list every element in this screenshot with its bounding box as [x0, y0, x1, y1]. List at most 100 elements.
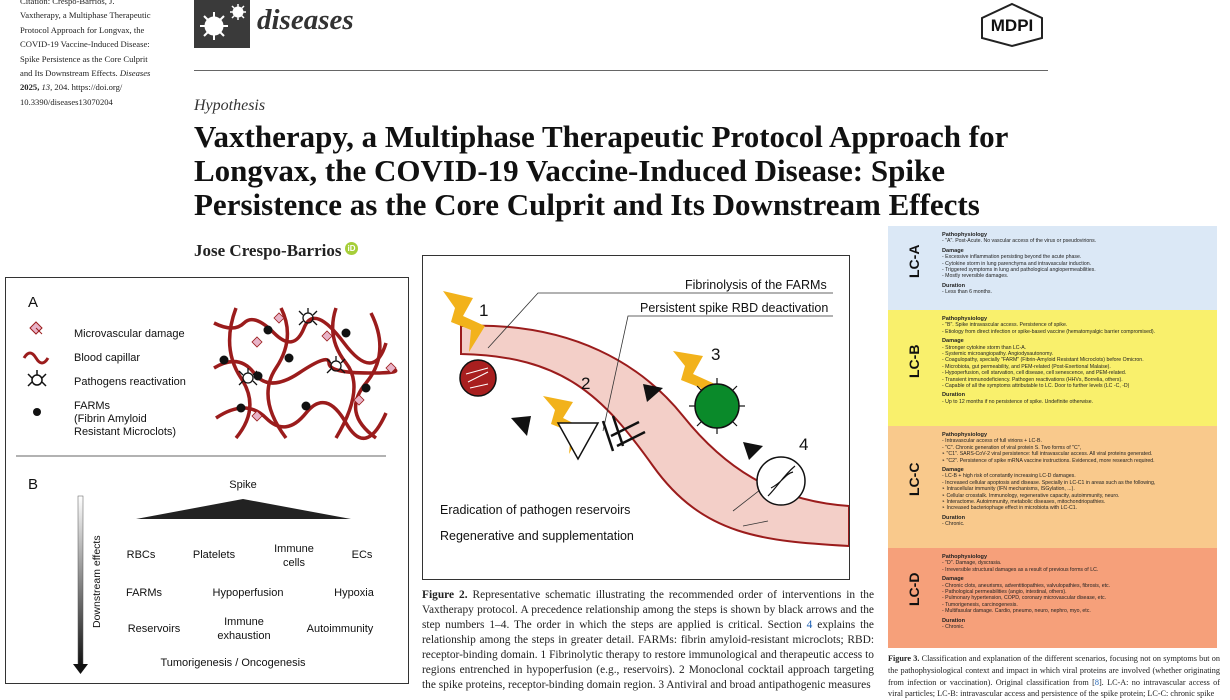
citation-line: Protocol Approach for Longvax, the	[20, 24, 145, 35]
figure-2-caption-label: Figure 2.	[422, 589, 468, 601]
item-exhaustion: exhaustion	[217, 630, 270, 642]
lc-text-line: ‣ "C2". Persistence of spike mRNA vaccin…	[942, 457, 1155, 464]
lc-c-block: LC-C Pathophysiology - Intravascular acc…	[888, 426, 1217, 548]
lc-d-label: LC-D	[906, 572, 922, 606]
orcid-icon[interactable]: iD	[345, 242, 358, 255]
lc-text-line: - Microbiota, gut permeability, and PEM-…	[942, 363, 1111, 370]
label-eradication: Eradication of pathogen reservoirs	[440, 503, 630, 517]
lc-text-line: - Chronic.	[942, 624, 965, 631]
lc-d-block: LC-D Pathophysiology - "D". Damage, dysc…	[888, 548, 1217, 648]
step-arrow-icon	[743, 442, 763, 460]
spike-label: Spike	[229, 479, 257, 491]
lc-text-line: - "C". Chronic generation of viral prote…	[942, 444, 1082, 451]
lc-text-line: - Irreversible structural damages as a r…	[942, 566, 1099, 573]
citation-block: Citation: Crespo-Barrios, J. Vaxtherapy,…	[20, 0, 170, 109]
label-rbd: Persistent spike RBD deactivation	[640, 301, 828, 315]
antibody-icon	[601, 415, 646, 452]
dna-icon	[767, 465, 796, 497]
section-link[interactable]: 4	[806, 619, 813, 631]
capillary-network	[213, 307, 398, 441]
clot-fibers-icon	[465, 367, 489, 389]
item-hypoperfusion: Hypoperfusion	[213, 587, 284, 599]
lc-text-line: - Pulmonary hypertension, COPD, coronary…	[942, 595, 1107, 602]
lc-b-block: LC-B Pathophysiology - "B". Spike intrav…	[888, 310, 1217, 426]
step-number-4: 4	[799, 435, 808, 454]
farm-dots	[219, 325, 371, 413]
lc-text-line: - Chronic clots, aneurisms, adventitiopa…	[942, 582, 1111, 589]
figure-3-caption-label: Figure 3.	[888, 654, 920, 663]
lc-a-text: Pathophysiology - "A". Post-Acute. No va…	[942, 232, 1211, 296]
lc-text-line: - "A". Post-Acute. No vascular access of…	[942, 238, 1097, 245]
panel-a-label: A	[28, 294, 38, 311]
panel-b-label: B	[28, 476, 38, 493]
lc-a-label: LC-A	[906, 244, 922, 278]
lc-text-line: - Etiology from direct infection or spik…	[942, 328, 1156, 335]
citation-pages: 204.	[54, 82, 70, 93]
lc-text-line: - Hypoperfusion, cell starvation, cell d…	[942, 370, 1127, 377]
citation-line: and Its Downstream Effects. Diseases	[20, 66, 170, 80]
lc-text-line: ‣ Intracellular immunity (IFN mechanisms…	[942, 486, 1075, 493]
lc-text-line: - Systemic microangiopathy. Angiodysauto…	[942, 351, 1054, 358]
figure-2-diagram: Fibrinolysis of the FARMs Persistent spi…	[440, 278, 850, 548]
lc-text-line: - Mostly reversible damages.	[942, 273, 1009, 280]
spike-rbd-icon	[556, 422, 600, 461]
downstream-gradient-bar	[77, 495, 84, 667]
figure-2-caption: Figure 2. Representative schematic illus…	[422, 588, 874, 693]
item-farms: FARMs	[126, 587, 163, 599]
microvascular-damage-icon	[29, 321, 43, 335]
lc-b-text: Pathophysiology - "B". Spike intravascul…	[942, 316, 1211, 405]
spike-triangle	[136, 499, 351, 519]
lc-text-line: - Triggered symptoms in lung and patholo…	[942, 267, 1096, 274]
citation-line: COVID-19 Vaccine-Induced Disease:	[20, 39, 150, 50]
lc-text-line: Duration	[942, 392, 965, 399]
lc-text-line: Damage	[942, 576, 964, 583]
farm-dot-icon	[33, 408, 41, 416]
lc-text-line: - Stronger cytokine storm than LC-A.	[942, 344, 1027, 351]
step-arrow-icon	[643, 384, 663, 402]
citation-line-text: and Its Downstream Effects.	[20, 68, 118, 79]
lc-text-line: - Transient immunodeficiency. Pathogen r…	[942, 376, 1123, 383]
figure-1: A Microvascular damage Blood capillar Pa…	[5, 277, 409, 684]
legend-blood-capillar: Blood capillar	[74, 352, 140, 364]
lc-text-line: - Intravascular access of full virions +…	[942, 438, 1042, 445]
article-title: Vaxtherapy, a Multiphase Therapeutic Pro…	[194, 119, 1008, 222]
item-reservoirs: Reservoirs	[128, 623, 181, 635]
figure-3: LC-A Pathophysiology - "A". Post-Acute. …	[888, 226, 1217, 648]
leader-line-rbd	[602, 315, 833, 432]
item-platelets: Platelets	[193, 549, 236, 561]
figure-2-caption-text: explains the relationship among the step…	[422, 619, 874, 691]
figure-2-caption-text: Representative schematic illustrating th…	[422, 589, 874, 631]
lc-text-line: ‣ Cellular crosstalk. Immunology, regene…	[942, 492, 1120, 499]
lc-text-line: - Capable of all the symptoms attributab…	[942, 383, 1130, 390]
lc-text-line: - Cytokine storm in lung parenchyma and …	[942, 260, 1092, 267]
citation-doi-link[interactable]: https://doi.org/	[71, 82, 123, 93]
damage-marks	[251, 312, 397, 422]
lc-text-line: Damage	[942, 338, 964, 345]
author-name[interactable]: Jose Crespo-Barrios	[194, 241, 342, 260]
reference-link[interactable]: 8	[1094, 677, 1099, 687]
lc-text-line: Damage	[942, 247, 964, 254]
leader-line-regenerative	[742, 520, 769, 527]
legend-microvascular: Microvascular damage	[74, 328, 185, 340]
lc-text-line: - LC-B + high risk of constantly increas…	[942, 473, 1076, 480]
pathogen-icon	[27, 370, 47, 387]
virus-logo-icon	[200, 4, 246, 40]
item-tumorigenesis: Tumorigenesis / Oncogenesis	[160, 657, 306, 669]
mdpi-logo-icon: MDPI	[981, 2, 1043, 48]
legend-farms: FARMs	[74, 400, 111, 412]
lc-c-label: LC-C	[906, 462, 922, 496]
lc-text-line: - Increased cellular apoptosis and disea…	[942, 479, 1156, 486]
citation-doi-link[interactable]: 10.3390/diseases13070204	[20, 96, 113, 107]
lc-text-line: - "B". Spike intravascular access. Persi…	[942, 322, 1068, 329]
lc-d-text: Pathophysiology - "D". Damage, dyscrasia…	[942, 554, 1211, 630]
mdpi-logo: MDPI	[976, 2, 1048, 48]
lc-text-line: Pathophysiology	[942, 554, 988, 560]
citation-line: Spike Persistence as the Core Culprit	[20, 53, 148, 64]
lc-text-line: Damage	[942, 467, 964, 474]
citation-volume: 13,	[41, 82, 53, 93]
figure-3-caption-text: Classification and explanation of the di…	[888, 654, 1220, 687]
lc-b-label: LC-B	[906, 344, 922, 378]
lc-text-line: - Less than 6 months.	[942, 289, 992, 296]
lc-text-line: - Up to 12 months if no persistence of s…	[942, 398, 1094, 405]
downstream-arrow-icon	[73, 664, 88, 674]
